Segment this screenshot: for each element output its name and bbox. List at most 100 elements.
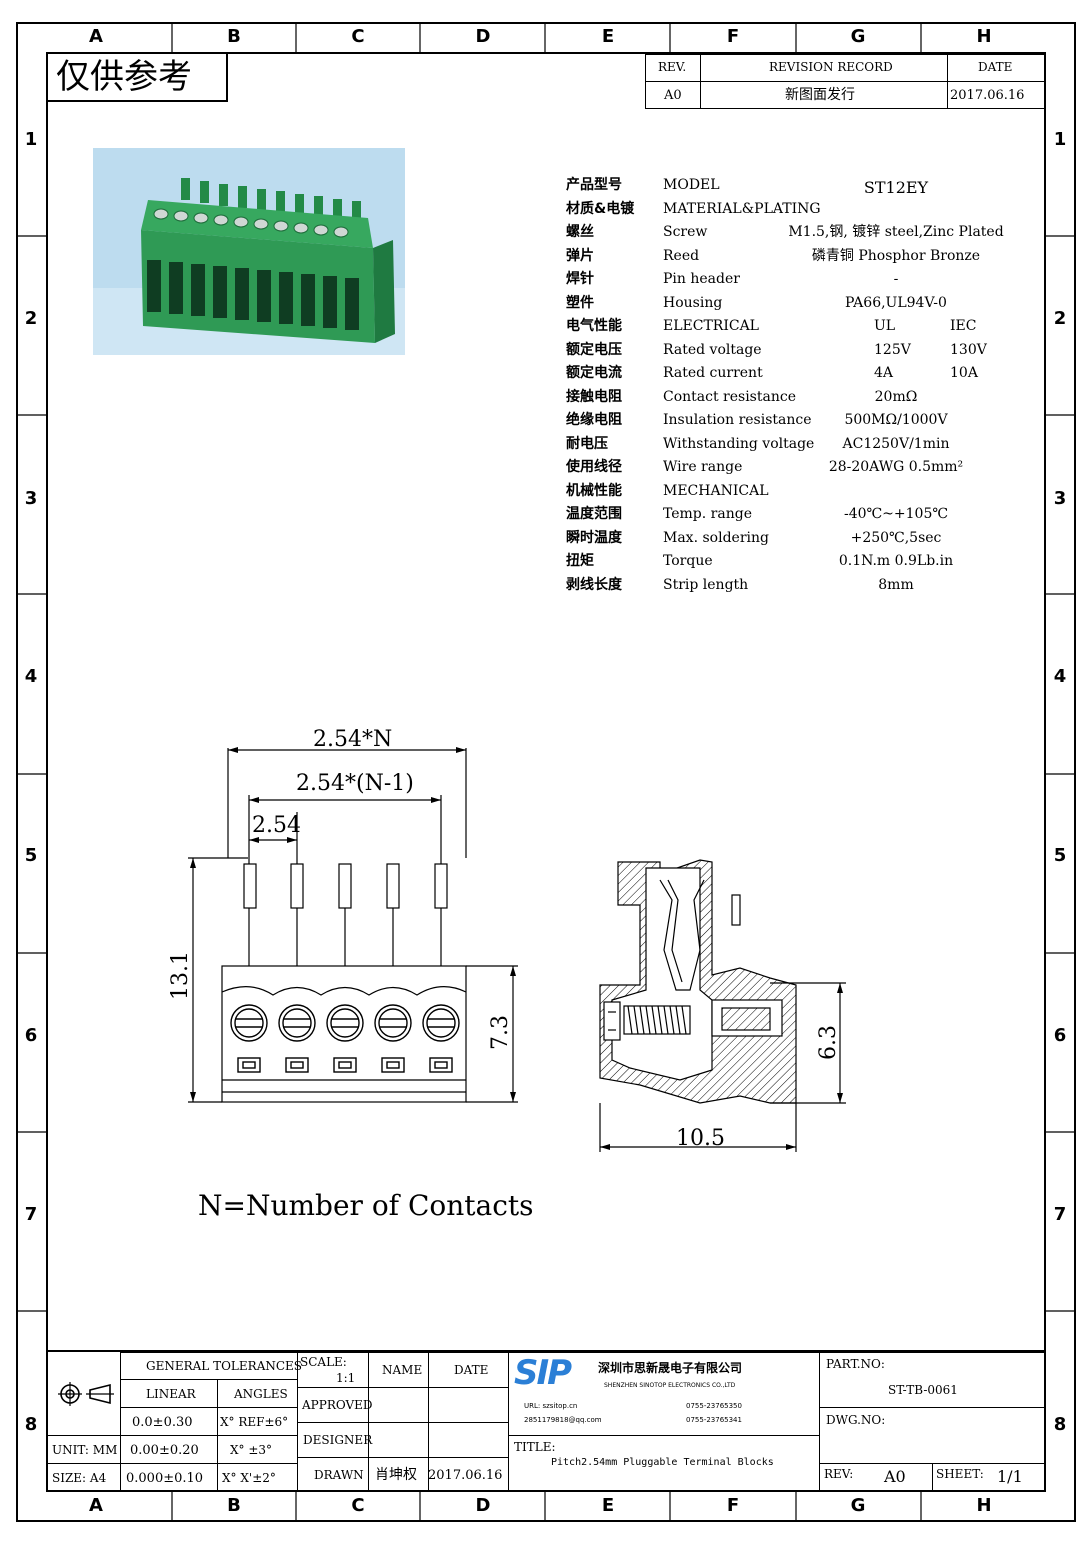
column-label-top-a: A bbox=[89, 26, 103, 47]
dim-total-text: 2.54*N bbox=[313, 727, 392, 752]
sheet-value: 1/1 bbox=[997, 1467, 1023, 1486]
dim-side-width-text: 10.5 bbox=[676, 1126, 725, 1151]
spec-label-cn: 额定电流 bbox=[566, 365, 622, 381]
spec-label-en: Max. soldering bbox=[663, 529, 769, 546]
column-label-bottom-b: B bbox=[227, 1495, 241, 1516]
spec-value: 20mΩ bbox=[874, 388, 918, 405]
spec-label-cn: 绝缘电阻 bbox=[566, 412, 622, 428]
spec-label-en: Temp. range bbox=[663, 506, 752, 522]
tolerance-linear-3: 0.000±0.10 bbox=[126, 1471, 204, 1486]
tolerance-angle-2: X° ±3° bbox=[230, 1443, 273, 1457]
spec-label-cn: 剥线长度 bbox=[566, 576, 622, 593]
spec-value: -40℃~+105℃ bbox=[843, 506, 949, 522]
spec-label-en: MECHANICAL bbox=[663, 482, 769, 499]
column-label-top-d: D bbox=[475, 26, 491, 47]
row-label-left-1: 1 bbox=[24, 129, 38, 150]
revision-date-value: 2017.06.16 bbox=[950, 88, 1025, 103]
column-label-top-e: E bbox=[601, 26, 615, 47]
dim-side-height-text: 6.3 bbox=[816, 1025, 841, 1060]
spec-label-en: Housing bbox=[663, 294, 723, 311]
spec-label-en: Wire range bbox=[663, 459, 743, 475]
row-label-right-4: 4 bbox=[1053, 666, 1067, 687]
spec-value-iec: IEC bbox=[950, 318, 977, 334]
row-label-left-3: 3 bbox=[24, 488, 38, 509]
spec-value: 28-20AWG 0.5mm² bbox=[828, 459, 964, 475]
company-logo: SIP bbox=[514, 1353, 572, 1393]
spec-label-en: Contact resistance bbox=[663, 388, 796, 405]
designer-label: DESIGNER bbox=[303, 1433, 373, 1447]
company-contact-2b: 0755-23765341 bbox=[686, 1416, 742, 1424]
contacts-note: N=Number of Contacts bbox=[198, 1189, 534, 1222]
tolerance-linear-1: 0.0±0.30 bbox=[132, 1415, 193, 1430]
spec-label-cn: 使用线径 bbox=[566, 459, 622, 475]
row-label-right-7: 7 bbox=[1053, 1204, 1067, 1225]
spec-label-en: Reed bbox=[663, 247, 700, 264]
spec-label-cn: 塑件 bbox=[566, 294, 594, 311]
technical-drawing: 2.54*N 2.54*(N-1) 2.54 13.1 7.3 6.3 10.5… bbox=[168, 727, 846, 1222]
reference-only-stamp: 仅供参考 bbox=[48, 54, 228, 102]
product-photo bbox=[93, 148, 405, 355]
spec-label-cn: 额定电压 bbox=[566, 341, 622, 358]
spec-label-cn: 电气性能 bbox=[566, 318, 622, 334]
dwg-no-label: DWG.NO: bbox=[826, 1413, 886, 1427]
spec-value: M1.5,钢, 镀锌 steel,Zinc Plated bbox=[788, 224, 1004, 240]
spec-label-cn: 耐电压 bbox=[566, 435, 608, 452]
spec-label-en: Rated voltage bbox=[663, 341, 762, 358]
company-contact-1b: 0755-23765350 bbox=[686, 1402, 742, 1410]
revision-header-record: REVISION RECORD bbox=[769, 60, 893, 74]
rev-label: REV: bbox=[824, 1467, 854, 1481]
dim-span-text: 2.54*(N-1) bbox=[296, 771, 414, 796]
rev-value: A0 bbox=[884, 1467, 906, 1486]
company-contact-2a: 2851179818@qq.com bbox=[524, 1416, 602, 1424]
row-label-right-8: 8 bbox=[1053, 1414, 1067, 1435]
spec-label-cn: 接触电阻 bbox=[566, 388, 622, 405]
spec-label-en: Screw bbox=[663, 224, 708, 240]
sheet-label: SHEET: bbox=[936, 1467, 984, 1481]
spec-label-en: MODEL bbox=[663, 177, 720, 193]
front-view-screws bbox=[230, 1004, 460, 1073]
part-no-value: ST-TB-0061 bbox=[888, 1383, 958, 1397]
spec-value: +250℃,5sec bbox=[850, 529, 942, 546]
spec-label-en: Strip length bbox=[663, 576, 749, 593]
row-label-right-1: 1 bbox=[1053, 129, 1067, 150]
scale-label: SCALE: bbox=[300, 1355, 347, 1369]
company-name-cn: 深圳市思新晟电子有限公司 bbox=[598, 1361, 743, 1375]
row-label-left-4: 4 bbox=[24, 666, 38, 687]
spec-label-cn: 瞬时温度 bbox=[566, 529, 622, 546]
spec-value: 8mm bbox=[878, 576, 914, 593]
row-label-right-3: 3 bbox=[1053, 488, 1067, 509]
row-label-left-8: 8 bbox=[24, 1414, 38, 1435]
spec-value-ul: 125V bbox=[874, 341, 911, 358]
projection-symbol-icon bbox=[58, 1382, 114, 1406]
drawn-label: DRAWN bbox=[314, 1468, 364, 1482]
company-contact-1a: URL: szsitop.cn bbox=[524, 1402, 578, 1410]
column-label-bottom-d: D bbox=[475, 1495, 491, 1516]
spec-value: 500MΩ/1000V bbox=[844, 412, 948, 428]
spec-label-en: Rated current bbox=[663, 365, 763, 381]
date-label: DATE bbox=[454, 1363, 489, 1377]
revision-record: REV. REVISION RECORD DATE A0 新图面发行 2017.… bbox=[645, 54, 1045, 109]
linear-label: LINEAR bbox=[146, 1387, 196, 1401]
column-label-bottom-c: C bbox=[351, 1495, 365, 1516]
column-label-bottom-a: A bbox=[89, 1495, 103, 1516]
spec-label-en: MATERIAL&PLATING bbox=[663, 200, 821, 217]
spec-label-cn: 焊针 bbox=[566, 271, 594, 287]
scale-value: 1:1 bbox=[336, 1371, 356, 1385]
tolerance-angle-1: X° REF±6° bbox=[220, 1415, 289, 1429]
column-label-bottom-e: E bbox=[601, 1495, 615, 1516]
row-label-left-5: 5 bbox=[24, 845, 38, 866]
spec-label-en: ELECTRICAL bbox=[663, 318, 759, 334]
revision-record-value: 新图面发行 bbox=[785, 87, 855, 103]
reference-only-text: 仅供参考 bbox=[56, 57, 192, 97]
drawn-name: 肖坤权 bbox=[375, 1467, 417, 1483]
spec-value-iec: 130V bbox=[950, 341, 987, 358]
title-block: GENERAL TOLERANCES LINEAR ANGLES 0.0±0.3… bbox=[46, 1350, 1046, 1492]
spec-label-en: Pin header bbox=[663, 271, 740, 287]
spec-value: PA66,UL94V-0 bbox=[845, 294, 947, 311]
spec-label-en: Torque bbox=[663, 553, 713, 569]
spec-label-cn: 扭矩 bbox=[566, 553, 594, 569]
column-label-top-g: G bbox=[850, 26, 866, 47]
row-label-left-2: 2 bbox=[24, 308, 38, 329]
front-view bbox=[188, 748, 518, 1103]
